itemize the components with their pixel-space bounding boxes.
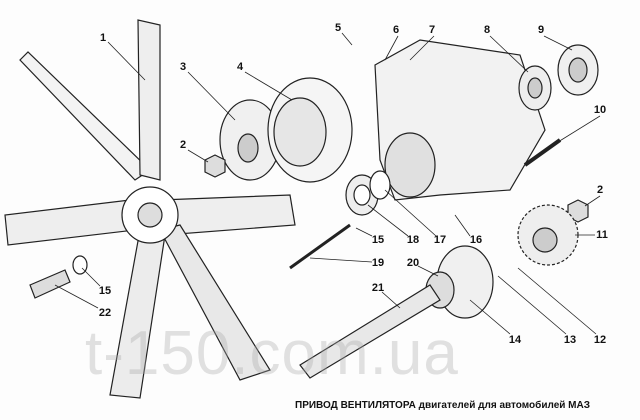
callout-17: 17 <box>433 234 447 246</box>
callout-3: 3 <box>179 61 187 73</box>
callout-14: 14 <box>508 334 522 346</box>
callout-2b: 2 <box>596 184 604 196</box>
callout-18: 18 <box>406 234 420 246</box>
callout-11: 11 <box>596 229 608 241</box>
callout-5: 5 <box>334 22 342 34</box>
diagram-caption: ПРИВОД ВЕНТИЛЯТОРА двигателей для автомо… <box>295 400 590 411</box>
fan-blade <box>4 199 136 246</box>
callout-2: 2 <box>179 139 187 151</box>
callout-6: 6 <box>392 24 400 36</box>
drive-shaft <box>299 284 441 379</box>
callout-13: 13 <box>563 334 577 346</box>
long-bolt <box>289 223 351 270</box>
callout-15b: 15 <box>98 285 112 297</box>
ring <box>369 170 391 200</box>
fan-blade <box>137 19 161 181</box>
nut <box>204 154 226 178</box>
callout-16: 16 <box>469 234 483 246</box>
callout-20: 20 <box>406 257 420 269</box>
callout-19: 19 <box>371 257 385 269</box>
callout-22: 22 <box>98 307 112 319</box>
callout-21: 21 <box>371 282 385 294</box>
callout-7: 7 <box>428 24 436 36</box>
watermark: t-150.com.ua <box>85 319 459 388</box>
callout-8: 8 <box>483 24 491 36</box>
fan-blade <box>19 51 151 181</box>
callout-4: 4 <box>236 61 244 73</box>
callout-12: 12 <box>593 334 607 346</box>
leader-lines <box>54 32 601 335</box>
callout-10: 10 <box>593 104 607 116</box>
bolt <box>29 269 71 299</box>
callout-9: 9 <box>537 24 545 36</box>
callout-1: 1 <box>99 32 107 44</box>
callout-15: 15 <box>371 234 385 246</box>
stud <box>523 138 562 167</box>
